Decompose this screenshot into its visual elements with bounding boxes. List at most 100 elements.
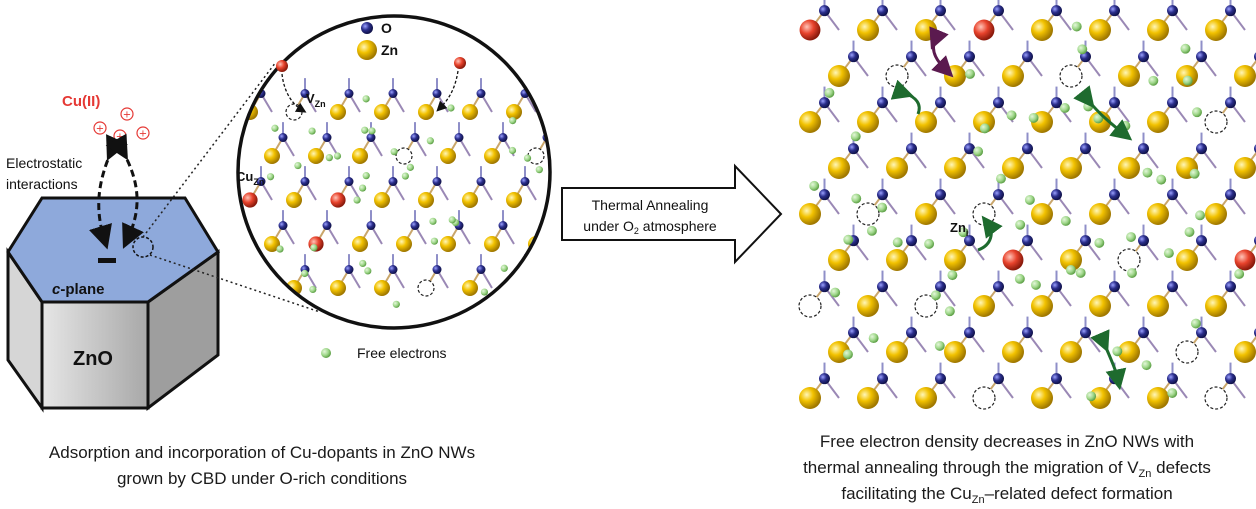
free-electron [325, 154, 333, 162]
o-atom [1080, 235, 1091, 247]
arrow-shape [561, 163, 783, 265]
zn-atom [440, 236, 456, 252]
zn-atom [886, 157, 908, 179]
o-atom [278, 221, 288, 231]
right-caption-line1: Free electron density decreases in ZnO N… [820, 432, 1194, 451]
annealing-arrow: Thermal Annealing under O2 atmosphere [561, 163, 783, 265]
free-electron [809, 180, 820, 191]
o-atom [498, 133, 508, 143]
free-electron [1014, 273, 1025, 284]
zn-atom [330, 104, 346, 120]
free-electron [1024, 194, 1035, 205]
free-electron [1028, 112, 1039, 123]
o-atom [1225, 189, 1236, 201]
zn-atom [1031, 295, 1053, 317]
surface-cu-atom [276, 60, 288, 72]
free-electron [254, 279, 263, 287]
o-atom [278, 133, 288, 143]
free-electron [1163, 248, 1174, 259]
zn-atom [506, 192, 522, 208]
zn-atom [799, 203, 821, 225]
annealed-annotations: Zni [890, 26, 1133, 391]
free-electron [1148, 75, 1159, 86]
free-electron [1156, 174, 1167, 185]
migration-arrow-green [1073, 85, 1133, 141]
cu-atom [1234, 249, 1256, 271]
free-electron [281, 292, 289, 300]
free-electron [934, 340, 945, 351]
vzn-label: VZn [306, 91, 326, 109]
o-atom [877, 5, 888, 17]
zn-atom [1089, 387, 1111, 409]
free-electron [1184, 227, 1195, 237]
svg-text:+: + [116, 132, 124, 143]
o-atom [935, 189, 946, 201]
free-electron [390, 148, 398, 156]
free-electron [1112, 346, 1123, 357]
zn-atom [944, 341, 966, 363]
free-electron [1189, 168, 1200, 179]
zn-atom [1147, 111, 1169, 133]
zn-vacancy [285, 103, 303, 121]
free-electron [309, 285, 317, 294]
zn-atom [462, 280, 478, 296]
zn-atom [857, 387, 879, 409]
o-atom [935, 5, 946, 17]
arrow-text-line2: under O2 atmosphere [583, 218, 717, 236]
zn-atom [1205, 19, 1227, 41]
free-electron [276, 245, 284, 253]
o-atom [819, 97, 830, 109]
left-caption: Adsorption and incorporation of Cu-dopan… [49, 443, 475, 488]
o-atom [432, 89, 442, 99]
zn-atom [1060, 249, 1082, 271]
o-atom [322, 221, 332, 231]
o-atom [388, 89, 398, 99]
zno-crystal: c-plane ZnO [6, 196, 221, 413]
cu-ions: Cu(II) + + + + Electrostatic interaction… [6, 93, 150, 250]
o-atom [877, 97, 888, 109]
o-atom [1051, 189, 1062, 201]
zn-atom [944, 65, 966, 87]
free-electron [257, 293, 266, 301]
free-electron [1141, 360, 1152, 371]
o-atom [476, 89, 486, 99]
zn-vacancy [1059, 64, 1083, 88]
free-electron [930, 290, 941, 301]
zn-atom [1176, 249, 1198, 271]
free-electron [1094, 237, 1105, 248]
free-electron [401, 172, 409, 180]
free-electron [1060, 216, 1071, 226]
zn-atom [286, 192, 302, 208]
o-atom [1138, 235, 1149, 247]
free-electron [508, 146, 517, 155]
zn-atom [1060, 341, 1082, 363]
o-atom [1138, 51, 1149, 63]
free-electron [362, 95, 370, 103]
electrostatic-arrow-right [105, 133, 144, 249]
zn-atom [828, 249, 850, 271]
o-atom [1225, 373, 1236, 385]
zn-atom [1147, 387, 1169, 409]
zn-atom [330, 280, 346, 296]
zn-atom [484, 236, 500, 252]
o-atom [964, 235, 975, 247]
free-electron [1142, 167, 1153, 178]
o-atom [935, 373, 946, 385]
left-caption-line2: grown by CBD under O-rich conditions [117, 469, 407, 488]
zn-atom [1205, 295, 1227, 317]
o-atom [1167, 281, 1178, 293]
o-atom [993, 189, 1004, 201]
zn-vacancy [798, 294, 822, 318]
free-electron [973, 146, 984, 157]
free-electron [426, 137, 434, 145]
zn-atom [264, 148, 280, 164]
o-atom [819, 189, 830, 201]
free-electron [965, 68, 975, 79]
zn-vacancy [972, 386, 996, 410]
o-atom [388, 177, 398, 187]
free-electron [294, 161, 302, 170]
zn-atom [886, 341, 908, 363]
free-electron [892, 237, 903, 248]
zn-vacancy [1117, 248, 1141, 272]
free-electron [1015, 219, 1026, 230]
